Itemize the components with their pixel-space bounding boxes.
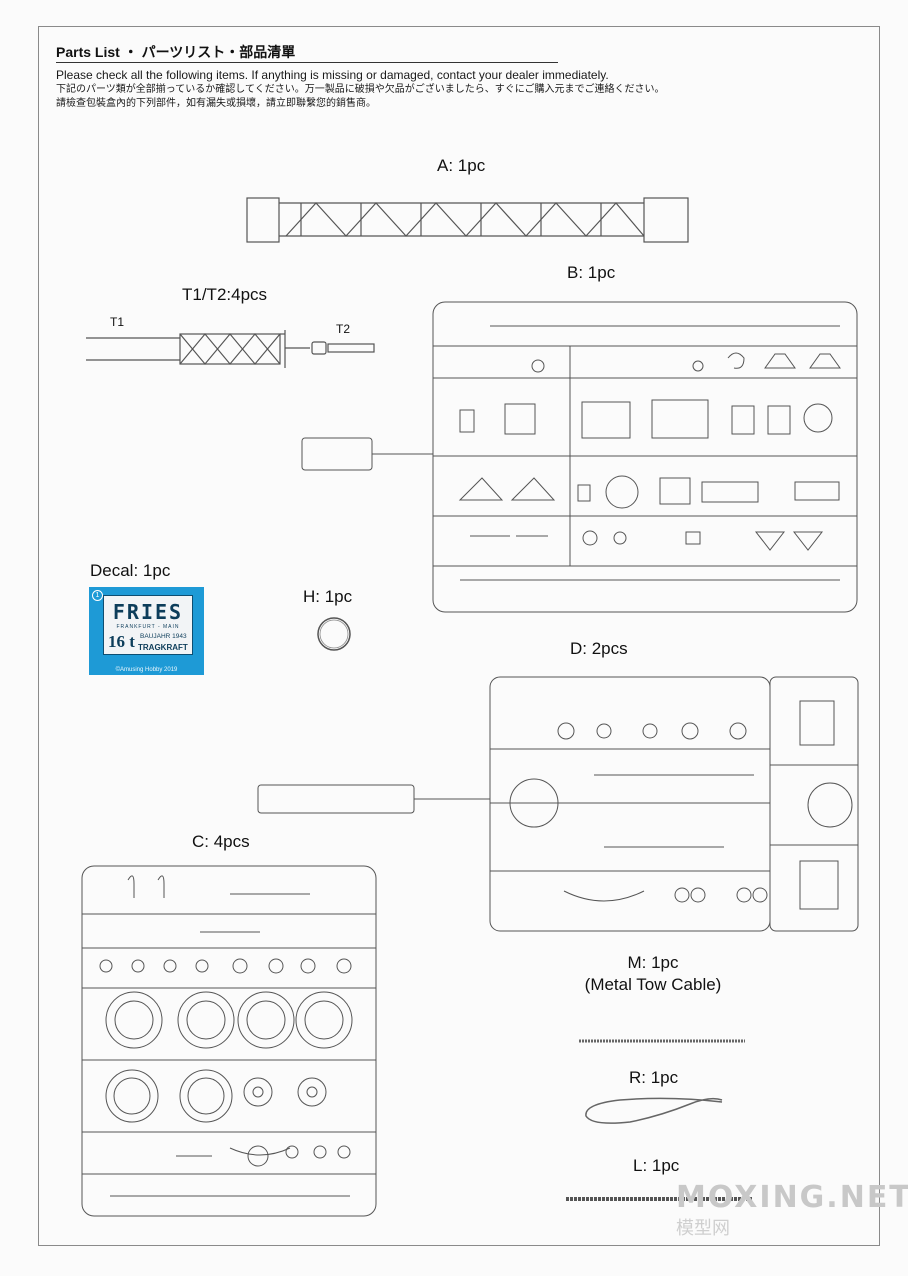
part-h-label: H: 1pc	[303, 587, 353, 606]
part-t-label: T1/T2:4pcs	[182, 285, 268, 304]
part-d-sprue	[257, 676, 859, 932]
part-b-label: B: 1pc	[567, 263, 616, 282]
part-t1-label: T1	[110, 315, 125, 329]
page-title: Parts List ・ パーツリスト・部品清單	[56, 44, 296, 60]
part-d-label: D: 2pcs	[570, 639, 628, 658]
part-c-sprue	[81, 865, 377, 1217]
part-m-label: M: 1pc	[627, 953, 679, 972]
instruction-english: Please check all the following items. If…	[56, 68, 609, 82]
part-l-chain	[566, 1197, 752, 1201]
part-t2-label: T2	[336, 322, 351, 336]
part-r-cord	[585, 1097, 723, 1124]
decal-tonnage: 16 t	[108, 632, 135, 651]
instruction-chinese: 請檢查包裝盒內的下列部件，如有漏失或損壞，請立即聯繫您的銷售商。	[56, 98, 376, 109]
decal-plate: FRIES FRANKFURT - MAIN 16 t BAUJAHR 1943…	[103, 595, 193, 655]
decal-brand: FRIES	[112, 600, 184, 624]
part-m-note: (Metal Tow Cable)	[584, 975, 722, 994]
part-a-label: A: 1pc	[437, 156, 486, 175]
decal-capacity: TRAGKRAFT	[138, 643, 188, 652]
part-h-ring	[317, 617, 351, 651]
instruction-japanese: 下記のパーツ類が全部揃っているか確認してください。万一製品に破損や欠品がございま…	[56, 84, 665, 95]
part-l-label: L: 1pc	[633, 1156, 680, 1175]
decal-city: FRANKFURT - MAIN	[116, 624, 180, 630]
part-b-sprue	[301, 301, 858, 613]
part-r-label: R: 1pc	[629, 1068, 679, 1087]
page-border	[38, 26, 880, 1246]
watermark-cn: 模型网	[676, 1218, 730, 1238]
part-t-drawing	[86, 330, 375, 368]
title-underline	[56, 62, 558, 63]
decal-label: Decal: 1pc	[90, 561, 171, 580]
part-m-cable	[579, 1039, 745, 1043]
decal-sheet: 1 FRIES FRANKFURT - MAIN 16 t BAUJAHR 19…	[89, 587, 204, 675]
decal-year: BAUJAHR 1943	[140, 633, 187, 640]
watermark-site: MOXING.NET	[676, 1180, 908, 1215]
decal-number: 1	[92, 590, 103, 601]
decal-copyright: ©Amusing Hobby 2019	[115, 667, 178, 673]
part-c-label: C: 4pcs	[192, 832, 250, 851]
part-a-drawing	[246, 197, 689, 243]
